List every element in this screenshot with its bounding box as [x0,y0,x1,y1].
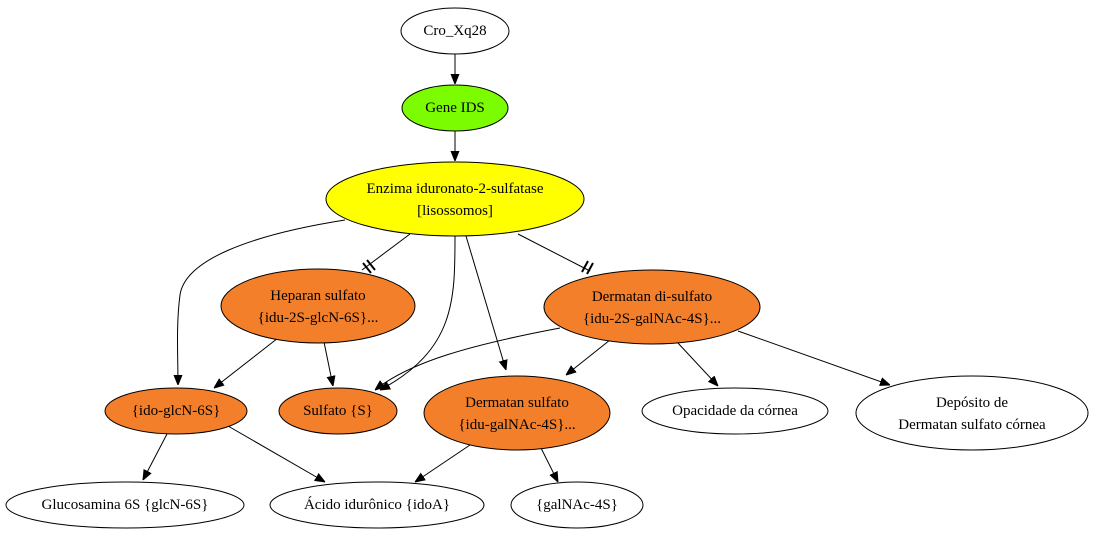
node-cro-xq28-shape [400,7,510,55]
edge-enzima-to-dermatan [465,235,506,370]
edge-enzima-to-idoglcn [178,219,346,385]
node-gene-ids-shape [401,84,509,132]
node-ido-glcn-6s-shape [104,387,248,435]
node-heparan-sulfato-shape [220,268,416,344]
node-sulfato-shape [278,387,398,435]
node-dermatan-sulfato-shape [423,375,611,451]
edge-enzima-to-heparan-inhibit [361,233,411,271]
edge-enzima-to-sulfato [380,235,456,390]
nodes: Cro_Xq28 Gene IDS Enzima iduronato-2-sul… [5,7,1089,529]
node-enzima-shape [325,161,585,237]
node-enzima: Enzima iduronato-2-sulfatase [lisossomos… [325,161,585,237]
node-dermatan-sulfato-label-line1: Dermatan sulfato [465,395,569,411]
node-cro-xq28-label: Cro_Xq28 [423,23,486,39]
node-galnac-4s-label: {galNAc-4S} [536,497,618,513]
node-deposito-label-line1: Depósito de [936,395,1008,411]
node-acido-iduronico-shape [269,481,485,529]
edge-dermatan-di-to-opacidade [676,341,718,386]
node-sulfato: Sulfato {S} [278,387,398,435]
node-dermatan-sulfato: Dermatan sulfato {idu-galNAc-4S}... [423,375,611,451]
node-acido-iduronico: Ácido idurônico {idoA} [269,481,485,529]
edge-dermatan-to-acido [415,444,471,482]
inhibit-mark-heparan-a [362,262,372,274]
node-glucosamina-label: Glucosamina 6S {glcN-6S} [42,497,209,513]
node-cro-xq28: Cro_Xq28 [400,7,510,55]
node-ido-glcn-6s-label: {ido-glcN-6S} [132,403,221,419]
node-dermatan-di-sulfato: Dermatan di-sulfato {idu-2S-galNAc-4S}..… [543,269,761,345]
node-dermatan-di-sulfato-shape [543,269,761,345]
node-ido-glcn-6s: {ido-glcN-6S} [104,387,248,435]
inhibit-mark-heparan-b [366,259,376,271]
edge-dermatan-di-to-deposito [737,330,890,385]
inhibit-mark-dermatan-di-a [581,260,589,273]
node-dermatan-di-sulfato-label-line2: {idu-2S-galNAc-4S}... [583,311,721,327]
node-dermatan-sulfato-label-line2: {idu-galNAc-4S}... [458,417,575,433]
edge-idoglcn-to-glucosamina [143,433,168,480]
node-gene-ids-label: Gene IDS [425,100,485,116]
node-enzima-label-line1: Enzima iduronato-2-sulfatase [366,181,543,197]
edge-heparan-to-sulfato [323,341,333,386]
node-dermatan-di-sulfato-label-line1: Dermatan di-sulfato [592,289,712,305]
edge-dermatan-to-galnac [540,447,558,482]
edges [143,54,890,482]
node-glucosamina: Glucosamina 6S {glcN-6S} [5,481,245,529]
node-opacidade-cornea-shape [641,387,829,435]
node-galnac-4s-shape [510,481,644,529]
node-heparan-sulfato: Heparan sulfato {idu-2S-glcN-6S}... [220,268,416,344]
node-deposito-shape [855,375,1089,451]
edge-idoglcn-to-acido [227,425,325,482]
node-glucosamina-shape [5,481,245,529]
node-galnac-4s: {galNAc-4S} [510,481,644,529]
edge-heparan-to-idoglcn [214,337,279,388]
node-gene-ids: Gene IDS [401,84,509,132]
node-enzima-label-line2: [lisossomos] [417,203,493,219]
node-deposito: Depósito de Dermatan sulfato córnea [855,375,1089,451]
node-sulfato-label: Sulfato {S} [303,403,373,419]
node-opacidade-cornea-label: Opacidade da córnea [672,403,798,419]
node-heparan-sulfato-label-line2: {idu-2S-glcN-6S}... [258,310,379,326]
edge-dermatan-di-to-sulfato [375,327,561,390]
node-acido-iduronico-label: Ácido idurônico {idoA} [304,496,450,513]
edge-enzima-to-dermatan-di-inhibit [517,233,591,272]
inhibit-mark-dermatan-di-b [586,262,594,275]
node-deposito-label-line2: Dermatan sulfato córnea [898,417,1046,433]
edge-dermatan-di-to-dermatan [566,339,611,375]
node-heparan-sulfato-label-line1: Heparan sulfato [270,288,365,304]
node-opacidade-cornea: Opacidade da córnea [641,387,829,435]
